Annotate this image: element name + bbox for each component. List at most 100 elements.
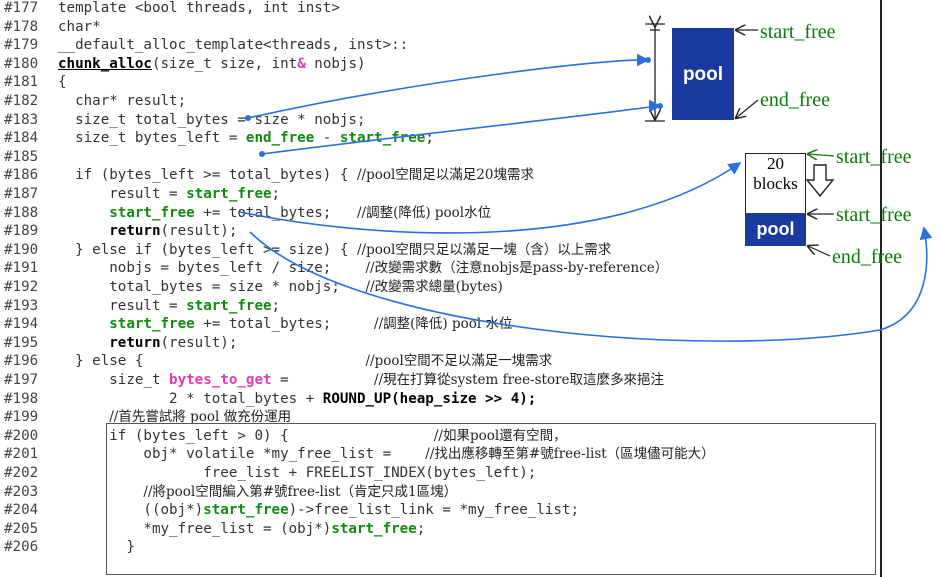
code-token: result = (58, 186, 187, 202)
end-free-label-top: end_free (760, 89, 830, 111)
code-token: start_free (203, 502, 289, 519)
line-number: #183 (4, 111, 39, 128)
code-token: } else { (58, 353, 366, 370)
start-free-label-1: start_free (836, 146, 912, 168)
line-source: template <bool threads, int inst> (58, 0, 340, 16)
code-token: ; (271, 297, 281, 314)
line-number: #206 (4, 539, 39, 556)
line-source: __default_alloc_template<threads, inst>:… (58, 37, 408, 53)
code-token: size_t bytes_left = (58, 130, 246, 147)
line-number: #201 (4, 446, 39, 463)
highlight-box (106, 423, 876, 575)
code-token: return (109, 223, 161, 240)
line-number: #184 (4, 130, 39, 147)
line-number: #179 (4, 37, 39, 54)
line-source: } else if (bytes_left >= size) { //pool空… (58, 242, 611, 258)
line-source: *my_free_list = (obj*)start_free; (58, 521, 425, 537)
line-number: #197 (4, 372, 39, 388)
line-number: #198 (4, 390, 39, 407)
line-number: #200 (4, 427, 39, 444)
code-token: chunk_alloc (58, 55, 152, 72)
code-token: size_t (58, 372, 170, 388)
line-source: char* result; (58, 93, 186, 109)
code-token: (result); (160, 334, 238, 351)
end-free-pointer-top (736, 99, 759, 118)
line-source: result = start_free; (58, 298, 280, 314)
code-token: result = (58, 297, 187, 314)
code-token: nobjs) (305, 55, 366, 72)
code-token: nobjs = bytes_left / size; (58, 260, 366, 277)
code-token: ROUND_UP(heap_size >> 4); (322, 390, 537, 407)
line-number: #194 (4, 316, 39, 333)
line-source: ((obj*)start_free)->free_list_link = *my… (58, 502, 579, 518)
line-number: #181 (4, 74, 39, 91)
code-token: ((obj*) (58, 502, 204, 519)
code-token: start_free (109, 316, 195, 333)
code-token: = (271, 372, 375, 388)
line-number: #192 (4, 279, 39, 295)
code-token: & (297, 55, 306, 72)
code-token: )->free_list_link = *my_free_list; (288, 502, 580, 519)
line-number: #187 (4, 186, 39, 202)
code-token: char* result; (58, 93, 187, 109)
line-source: return(result); (58, 223, 237, 239)
line-source: chunk_alloc(size_t size, int& nobjs) (58, 56, 366, 72)
line-number: #189 (4, 223, 39, 240)
line-source: result = start_free; (58, 186, 280, 202)
line-source: obj* volatile *my_free_list = //找出應移轉至第#… (58, 446, 714, 463)
line-source: start_free += total_bytes; //調整(降低) pool… (58, 205, 491, 221)
code-comment: //現在打算從system free-store取這麼多來挹注 (374, 372, 665, 388)
code-token: += total_bytes; (194, 316, 375, 333)
code-token: __default_alloc_template<threads, inst>:… (58, 37, 409, 54)
line-number: #178 (4, 18, 39, 35)
code-token: *my_free_list = (obj*) (58, 520, 332, 537)
line-source: char* (58, 19, 101, 35)
start-free-pointer-1 (808, 154, 835, 156)
code-comment: //pool空間只足以滿足一塊（含）以上需求 (356, 241, 612, 258)
code-token: += total_bytes; (194, 204, 357, 221)
code-token: { (58, 74, 67, 91)
code-comment: //改變需求數（注意nobjs是pass-by-reference） (365, 260, 669, 277)
code-token: ; (416, 520, 426, 537)
code-token: - (314, 130, 340, 147)
line-number: #202 (4, 465, 39, 481)
line-number: #205 (4, 520, 39, 537)
line-source: } else { //pool空間不足以滿足一塊需求 (58, 353, 552, 369)
code-token: template <bool threads, int inst> (58, 0, 340, 16)
code-token: if (bytes_left >= total_bytes) { (58, 167, 357, 184)
blocks-count: 20 (767, 154, 784, 173)
code-token: return (109, 334, 161, 351)
code-token: if (bytes_left > 0) { (58, 427, 434, 444)
code-token: char* (58, 18, 101, 35)
right-divider (880, 0, 882, 577)
line-number: #203 (4, 483, 39, 500)
code-token: ; (425, 130, 434, 147)
curve-bytes-left (261, 99, 662, 155)
line-number: #191 (4, 260, 39, 277)
code-token: start_free (186, 186, 272, 202)
code-token: } else if (bytes_left >= size) { (58, 241, 357, 258)
start-free-label-top: start_free (760, 21, 836, 43)
line-number: #185 (4, 148, 39, 165)
code-token: free_list + FREELIST_INDEX(bytes_left); (58, 465, 537, 481)
code-token: obj* volatile *my_free_list = (58, 446, 426, 463)
line-source: return(result); (58, 335, 237, 351)
code-token: 2 * total_bytes + (58, 390, 323, 407)
code-token: total_bytes = size * nobjs; (58, 279, 366, 295)
line-number: #195 (4, 334, 39, 351)
line-number: #180 (4, 55, 39, 72)
start-free-label-2: start_free (836, 204, 912, 226)
line-source: if (bytes_left >= total_bytes) { //pool空… (58, 167, 534, 183)
code-comment: //pool空間不足以滿足一塊需求 (365, 353, 553, 370)
code-comment: //pool空間足以滿足20塊需求 (356, 167, 534, 184)
line-source: total_bytes = size * nobjs; //改變需求總量(byt… (58, 279, 503, 295)
line-source: nobjs = bytes_left / size; //改變需求數（注意nob… (58, 260, 668, 276)
pool-label-bottom: pool (756, 219, 795, 239)
code-comment: //首先嘗試將 pool 做充份運用 (109, 409, 292, 426)
code-token: bytes_to_get (169, 372, 272, 388)
pool-label-top: pool (682, 64, 724, 85)
line-number: #190 (4, 241, 39, 258)
line-number: #199 (4, 409, 39, 426)
code-comment: //調整(降低) pool水位 (356, 204, 492, 221)
code-token: (result); (160, 223, 238, 240)
